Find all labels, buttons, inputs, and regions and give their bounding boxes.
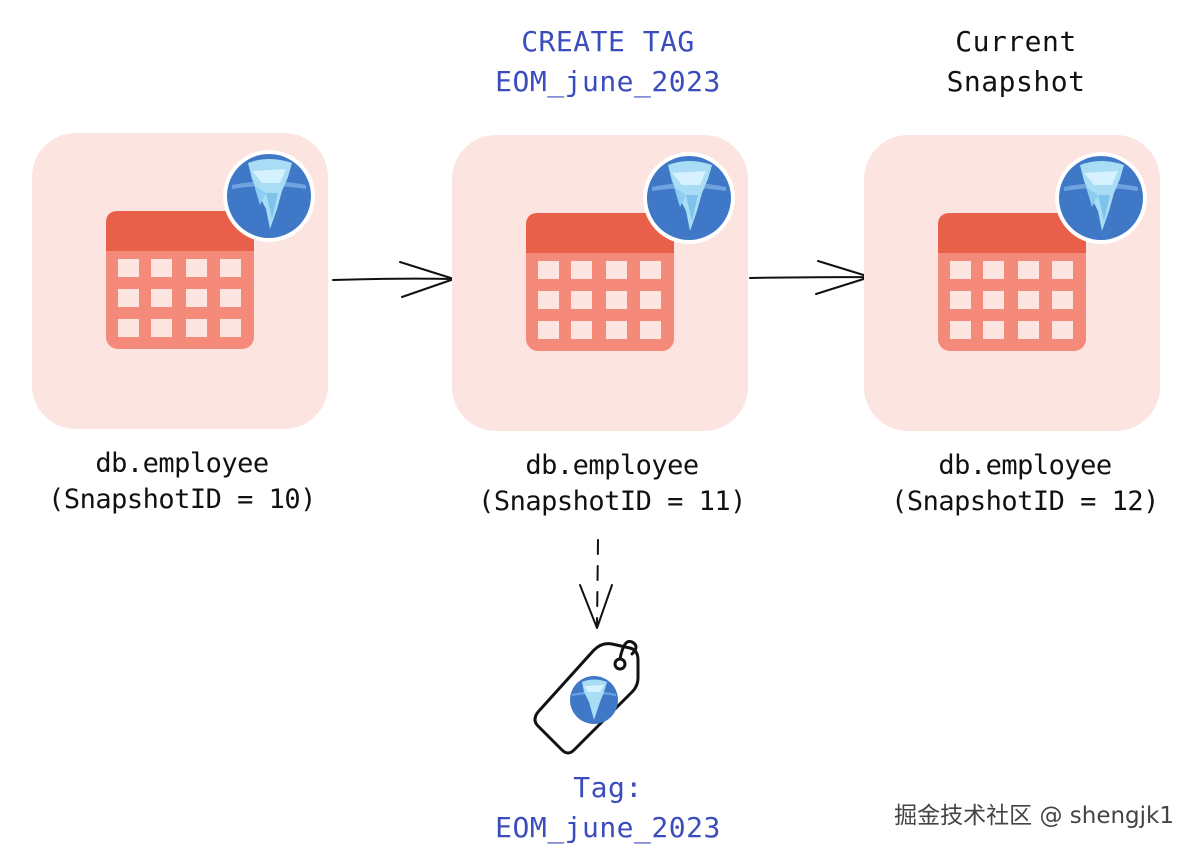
dashed-arrowhead <box>579 584 613 629</box>
iceberg-icon <box>643 152 735 244</box>
watermark: 掘金技术社区 @ shengjk1 <box>894 803 1174 829</box>
tag-icon <box>533 639 640 755</box>
tag-caption-line-1: Tag: <box>573 771 643 804</box>
snapshot-id: (SnapshotID = 12) <box>891 486 1159 517</box>
snapshot-label-10: db.employee (SnapshotID = 10) <box>0 446 372 518</box>
table-name: db.employee <box>938 450 1112 481</box>
create-tag-heading-line-2: EOM_june_2023 <box>495 65 721 98</box>
snapshot-card-10 <box>32 133 328 429</box>
iceberg-icon <box>1055 152 1147 244</box>
current-snapshot-heading: Current Snapshot <box>866 22 1166 102</box>
snapshot-label-11: db.employee (SnapshotID = 11) <box>422 448 802 520</box>
current-snapshot-heading-line-2: Snapshot <box>946 65 1086 98</box>
snapshot-card-12 <box>864 135 1160 431</box>
tag-caption-line-2: EOM_june_2023 <box>495 811 721 844</box>
snapshot-id: (SnapshotID = 10) <box>48 484 316 515</box>
arrow-snapshot-10-to-11 <box>332 261 455 298</box>
arrow-snapshot-11-to-12 <box>749 260 871 295</box>
tag-caption: Tag: EOM_june_2023 <box>418 768 798 848</box>
create-tag-heading-line-1: CREATE TAG <box>521 25 695 58</box>
table-name: db.employee <box>95 448 269 479</box>
iceberg-icon <box>570 676 618 724</box>
snapshot-label-12: db.employee (SnapshotID = 12) <box>835 448 1200 520</box>
table-icon <box>526 213 674 351</box>
iceberg-icon <box>223 150 315 242</box>
table-icon <box>106 211 254 349</box>
table-icon <box>938 213 1086 351</box>
current-snapshot-heading-line-1: Current <box>955 25 1077 58</box>
create-tag-heading: CREATE TAG EOM_june_2023 <box>418 22 798 102</box>
table-name: db.employee <box>525 450 699 481</box>
snapshot-id: (SnapshotID = 11) <box>478 486 746 517</box>
snapshot-card-11 <box>452 135 748 431</box>
dashed-arrow-to-tag <box>596 539 599 627</box>
